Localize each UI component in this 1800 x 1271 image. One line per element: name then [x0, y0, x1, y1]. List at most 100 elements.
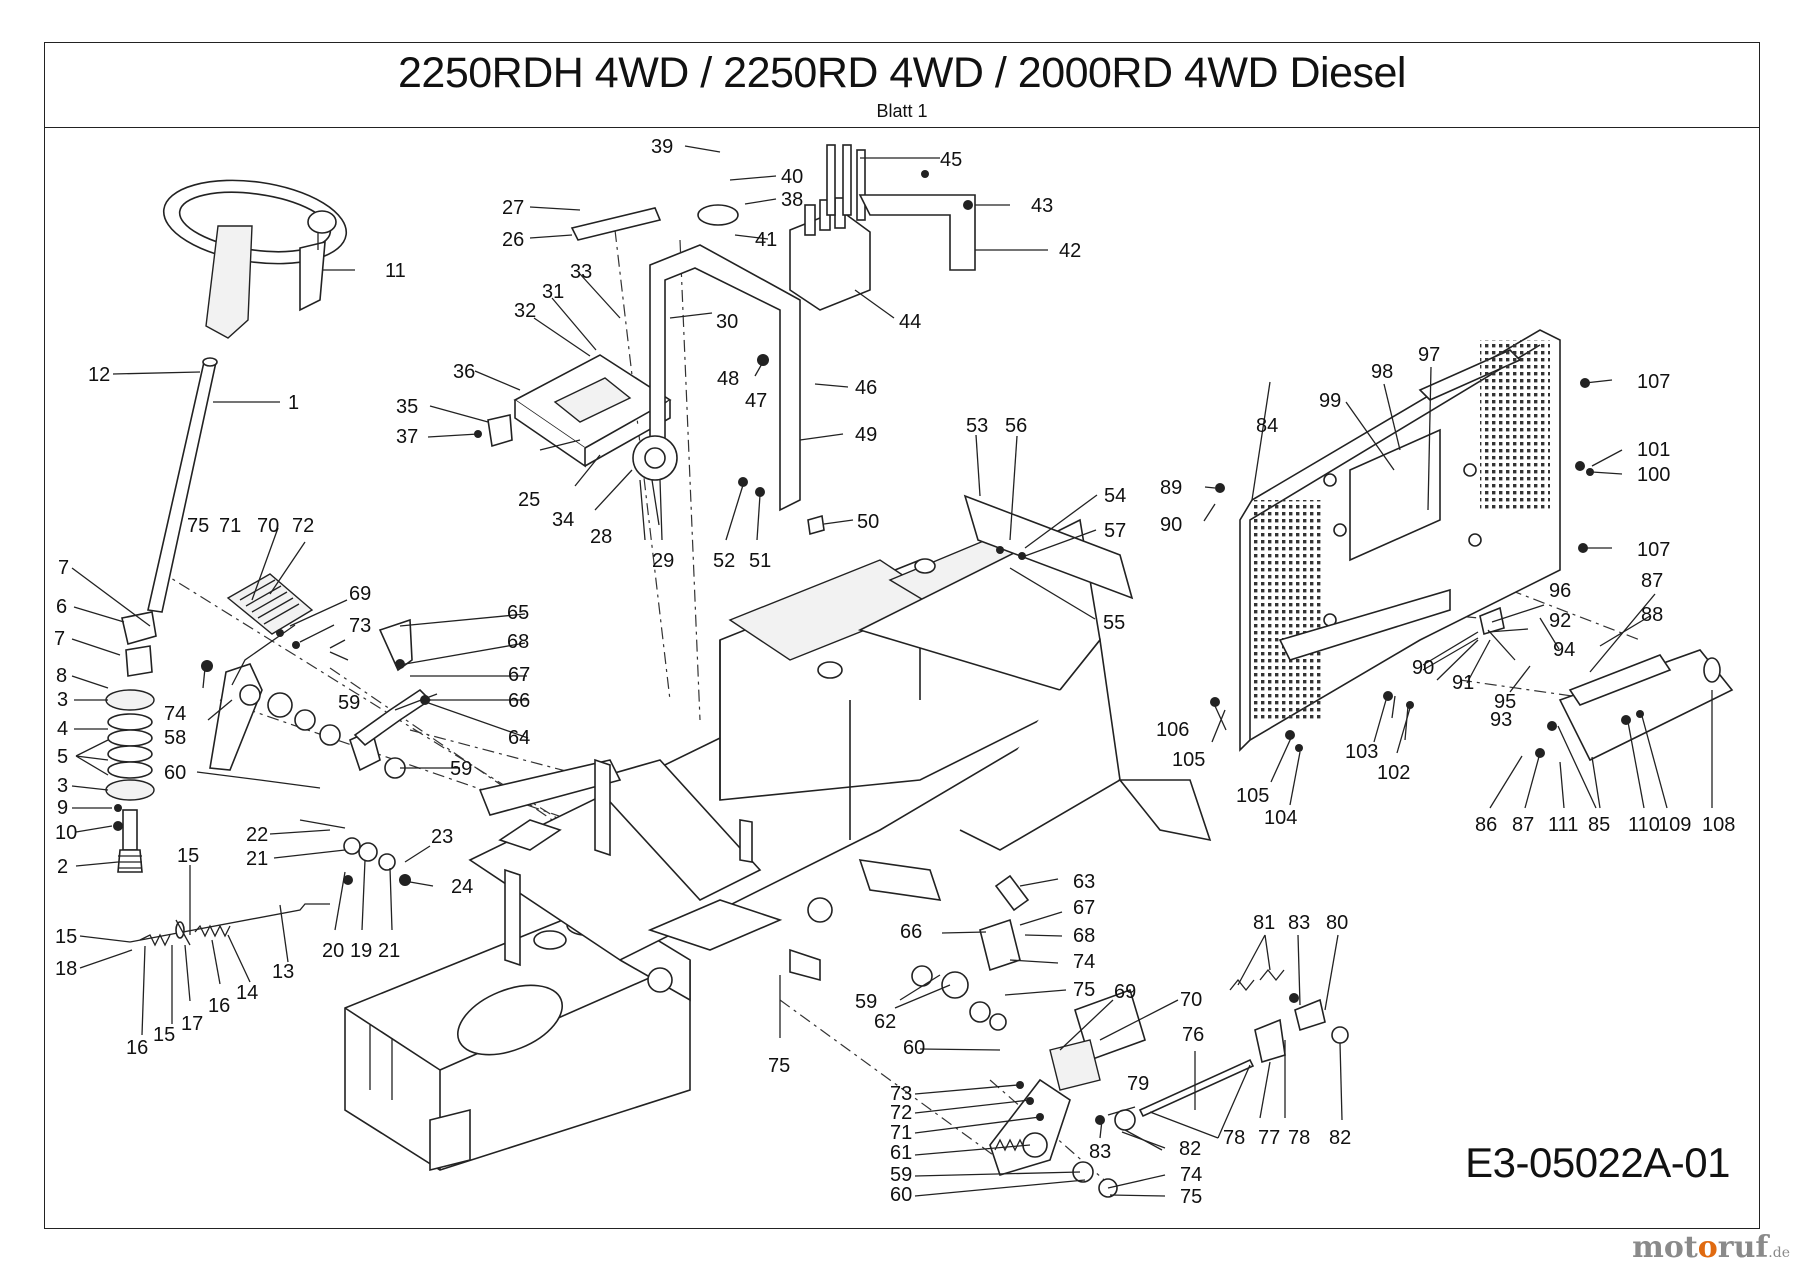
callout-84: 84	[1256, 415, 1278, 437]
callout-78: 78	[1223, 1127, 1245, 1149]
callout-86: 86	[1475, 814, 1497, 836]
callout-105: 105	[1172, 749, 1205, 771]
callout-110: 110	[1628, 814, 1660, 836]
callout-83: 83	[1089, 1141, 1111, 1163]
callout-7: 7	[54, 628, 65, 650]
hydraulic-valve-block	[738, 144, 976, 536]
callout-83: 83	[1288, 912, 1310, 934]
callout-67: 67	[508, 664, 530, 686]
callout-60: 60	[890, 1184, 912, 1206]
drawing-code: E3-05022A-01	[1465, 1139, 1730, 1186]
pedal-assembly-right	[911, 874, 1349, 1198]
callout-93: 93	[1490, 709, 1512, 731]
callout-54: 54	[1104, 485, 1126, 507]
callout-87: 87	[1641, 570, 1663, 592]
callout-19: 19	[350, 940, 372, 962]
callout-103: 103	[1345, 741, 1378, 763]
callout-64: 64	[508, 727, 530, 749]
callout-29: 29	[652, 550, 674, 572]
callout-42: 42	[1059, 240, 1081, 262]
callout-59: 59	[855, 991, 877, 1013]
callout-99: 99	[1319, 390, 1341, 412]
callout-5: 5	[57, 746, 68, 768]
callout-22: 22	[246, 824, 268, 846]
pedal-assembly-left	[201, 573, 432, 779]
leader-lines	[71, 145, 1713, 1197]
callout-45: 45	[940, 149, 962, 171]
callout-24: 24	[451, 876, 473, 898]
steering-wheel	[162, 179, 348, 339]
callout-7: 7	[58, 557, 69, 579]
callout-85: 85	[1588, 814, 1610, 836]
callout-63: 63	[1073, 871, 1095, 893]
callout-12: 12	[88, 364, 110, 386]
callout-23: 23	[431, 826, 453, 848]
callout-15: 15	[153, 1024, 175, 1046]
callout-3: 3	[57, 689, 68, 711]
callout-59: 59	[890, 1164, 912, 1186]
rear-deflector	[1535, 649, 1734, 762]
callout-80: 80	[1326, 912, 1348, 934]
callout-47: 47	[745, 390, 767, 412]
callout-11: 11	[385, 260, 406, 282]
callout-107: 107	[1637, 371, 1670, 393]
callout-3: 3	[57, 775, 68, 797]
callout-59: 59	[450, 758, 472, 780]
callout-39: 39	[651, 136, 673, 158]
callout-89: 89	[1160, 477, 1182, 499]
callout-109: 109	[1658, 814, 1691, 836]
callout-74: 74	[1073, 951, 1095, 973]
callout-71: 71	[890, 1122, 912, 1144]
callout-72: 72	[890, 1102, 912, 1124]
callout-13: 13	[272, 961, 294, 983]
callout-75: 75	[768, 1055, 790, 1077]
callout-92: 92	[1549, 610, 1571, 632]
rear-panel-grille-right	[1480, 340, 1550, 510]
callout-37: 37	[396, 426, 418, 448]
callout-60: 60	[164, 762, 186, 784]
callout-15: 15	[55, 926, 77, 948]
watermark-tld: .de	[1768, 1245, 1790, 1261]
callout-26: 26	[502, 229, 524, 251]
callout-106: 106	[1156, 719, 1189, 741]
watermark-logo: motoruf.de	[1632, 1230, 1790, 1265]
callout-105: 105	[1236, 785, 1269, 807]
callout-28: 28	[590, 526, 612, 548]
rear-panel	[1210, 329, 1594, 752]
callout-95: 95	[1494, 691, 1516, 713]
callout-90: 90	[1160, 514, 1182, 536]
callout-55: 55	[1103, 612, 1125, 634]
callout-1: 1	[288, 392, 299, 414]
callout-34: 34	[552, 509, 574, 531]
callout-69: 69	[1114, 981, 1136, 1003]
callout-48: 48	[717, 368, 739, 390]
callout-40: 40	[781, 166, 803, 188]
callout-76: 76	[1182, 1024, 1204, 1046]
callout-49: 49	[855, 424, 877, 446]
callout-102: 102	[1377, 762, 1410, 784]
callout-21: 21	[378, 940, 400, 962]
rear-panel-grille-left	[1252, 500, 1322, 720]
callout-32: 32	[514, 300, 536, 322]
callout-75: 75	[1073, 979, 1095, 1001]
callout-107: 107	[1637, 539, 1670, 561]
callout-20: 20	[322, 940, 344, 962]
callout-75: 75	[187, 515, 209, 537]
callout-15: 15	[177, 845, 199, 867]
callout-50: 50	[857, 511, 879, 533]
callout-88: 88	[1641, 604, 1663, 626]
callout-4: 4	[57, 718, 68, 740]
callout-81: 81	[1253, 912, 1275, 934]
spring-rod-assembly	[129, 903, 330, 947]
callout-41: 41	[755, 229, 777, 251]
callout-2: 2	[57, 856, 68, 878]
callout-78: 78	[1288, 1127, 1310, 1149]
callout-14: 14	[236, 982, 258, 1004]
callout-57: 57	[1104, 520, 1126, 542]
callout-73: 73	[349, 615, 371, 637]
callout-75: 75	[1180, 1186, 1202, 1208]
callout-6: 6	[56, 596, 67, 618]
title-block: 2250RDH 4WD / 2250RD 4WD / 2000RD 4WD Di…	[45, 43, 1759, 128]
callout-25: 25	[518, 489, 540, 511]
callout-111: 111	[1548, 814, 1578, 836]
